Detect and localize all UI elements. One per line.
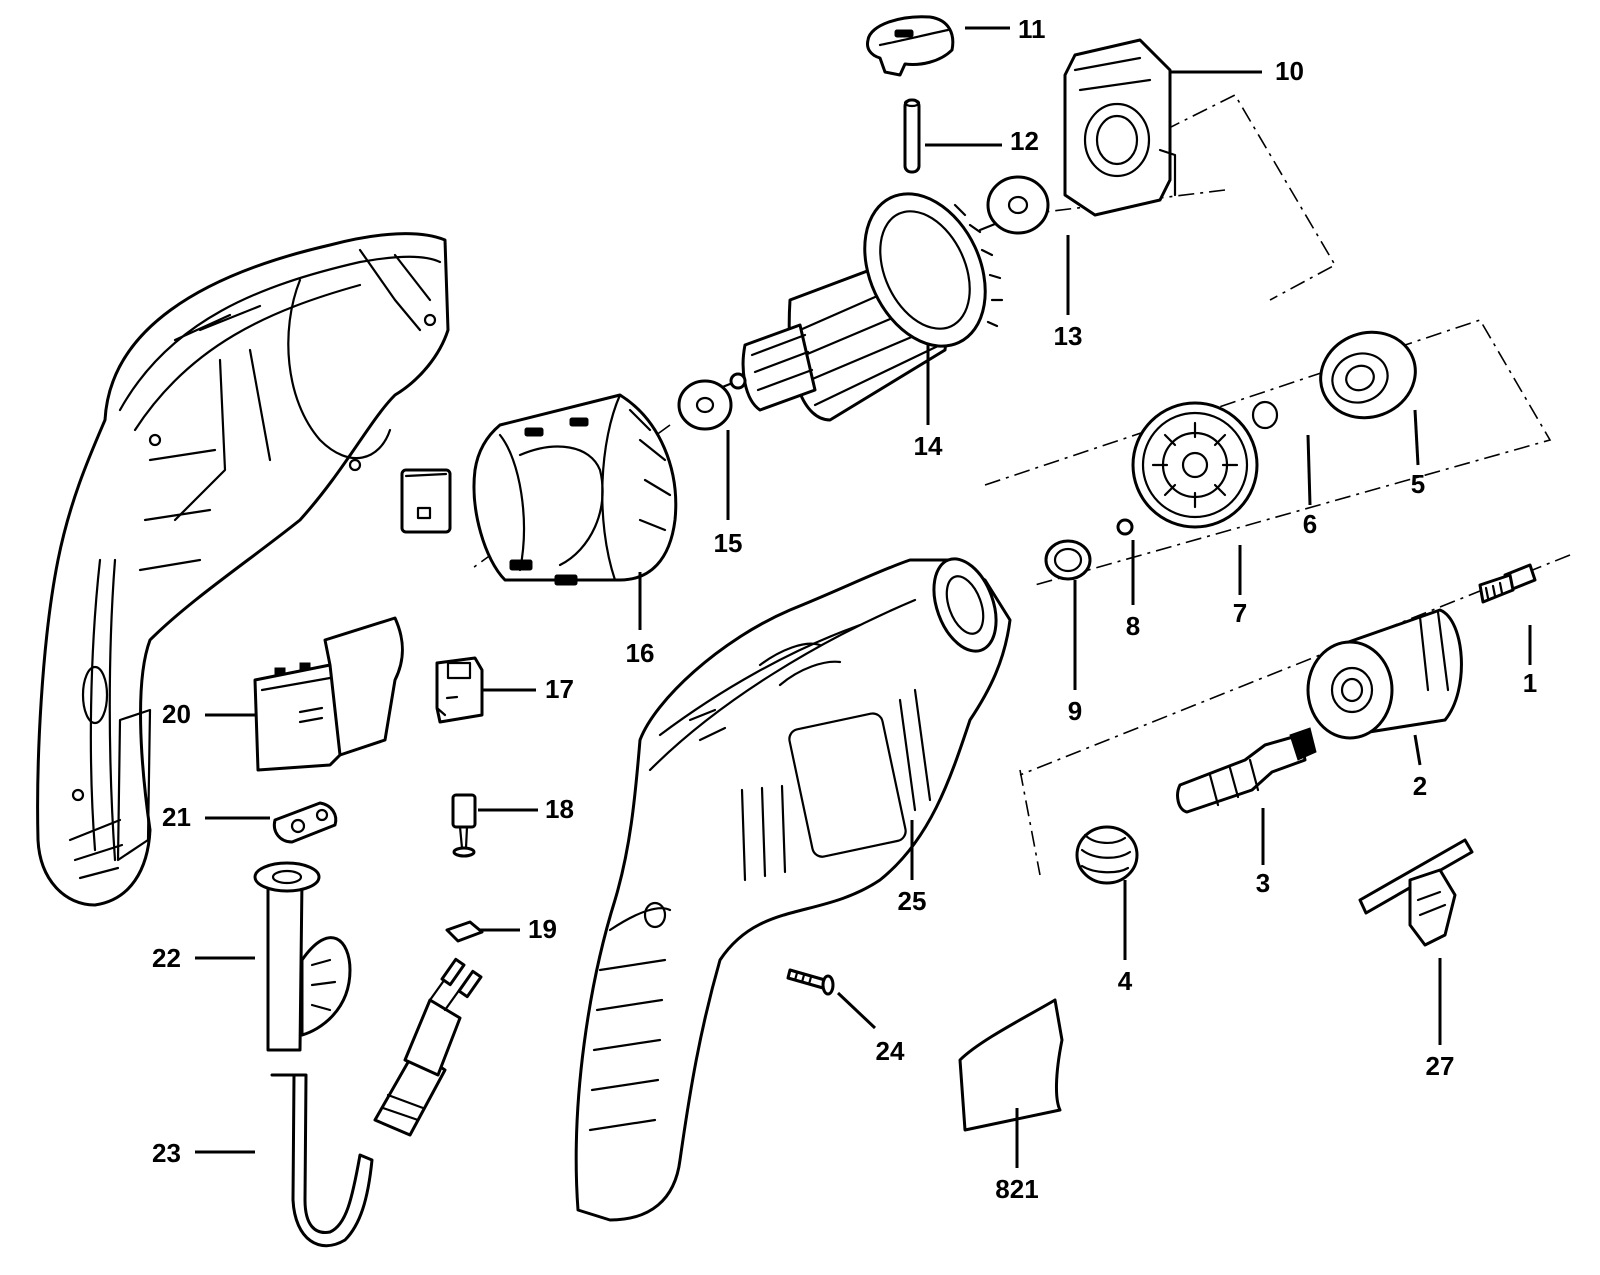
washer-15 xyxy=(677,379,733,431)
callout-821: 821 xyxy=(995,1174,1038,1204)
knob-11 xyxy=(866,15,955,77)
switch-20 xyxy=(253,616,404,772)
screw-24 xyxy=(786,968,835,996)
callout-8: 8 xyxy=(1126,611,1140,641)
bushing-9 xyxy=(1044,539,1092,581)
cord-protector-22 xyxy=(253,861,352,1052)
callout-18: 18 xyxy=(545,794,574,824)
end-cap-10 xyxy=(1063,38,1177,217)
callout-10: 10 xyxy=(1275,56,1304,86)
leader-24 xyxy=(836,991,877,1030)
callout-17: 17 xyxy=(545,674,574,704)
callout-labels: 1 2 3 4 5 6 7 8 9 10 11 12 13 14 15 16 1… xyxy=(152,14,1537,1204)
callout-3: 3 xyxy=(1256,868,1270,898)
carbon-brush-18 xyxy=(451,793,477,858)
leader-2 xyxy=(1413,734,1422,766)
washer-13 xyxy=(986,175,1050,235)
chuck-screw-1 xyxy=(1478,563,1537,604)
callout-5: 5 xyxy=(1411,469,1425,499)
leader-6 xyxy=(1306,434,1312,506)
housing-assembly-25 xyxy=(574,557,1012,1222)
leader-5 xyxy=(1413,409,1420,466)
callout-21: 21 xyxy=(162,802,191,832)
callout-25: 25 xyxy=(898,886,927,916)
callout-2: 2 xyxy=(1413,771,1427,801)
callout-13: 13 xyxy=(1054,321,1083,351)
field-stator-16 xyxy=(472,393,678,586)
ball-8 xyxy=(1116,518,1134,536)
callout-9: 9 xyxy=(1068,696,1082,726)
callout-6: 6 xyxy=(1303,509,1317,539)
leader-lines xyxy=(195,26,1532,1168)
cord-and-plug-23 xyxy=(270,957,483,1248)
callout-24: 24 xyxy=(876,1036,905,1066)
callout-19: 19 xyxy=(528,914,557,944)
callout-4: 4 xyxy=(1118,966,1133,996)
chuck-2 xyxy=(1306,608,1463,740)
brush-holder-block xyxy=(400,468,452,534)
callout-11: 11 xyxy=(1018,14,1046,44)
brush-box-17 xyxy=(435,656,484,724)
callout-7: 7 xyxy=(1233,598,1247,628)
callout-22: 22 xyxy=(152,943,181,973)
callout-27: 27 xyxy=(1426,1051,1455,1081)
callout-23: 23 xyxy=(152,1138,181,1168)
spring-4 xyxy=(1075,825,1139,885)
callout-1: 1 xyxy=(1523,668,1537,698)
label-plate-821 xyxy=(958,998,1064,1132)
cord-clamp-21 xyxy=(272,801,338,844)
brush-pad-19 xyxy=(445,920,484,943)
callout-20: 20 xyxy=(162,699,191,729)
callout-12: 12 xyxy=(1010,126,1039,156)
chuck-key-27 xyxy=(1358,838,1474,947)
callout-15: 15 xyxy=(714,528,743,558)
pin-12 xyxy=(903,98,921,174)
gear-7 xyxy=(1131,401,1259,529)
housing-half-left xyxy=(36,232,450,907)
callout-14: 14 xyxy=(914,431,943,461)
bearing-5 xyxy=(1319,330,1417,420)
armature-14 xyxy=(718,192,1004,422)
spindle-3 xyxy=(1176,727,1317,814)
retaining-ring-6 xyxy=(1251,400,1279,430)
callout-16: 16 xyxy=(626,638,655,668)
